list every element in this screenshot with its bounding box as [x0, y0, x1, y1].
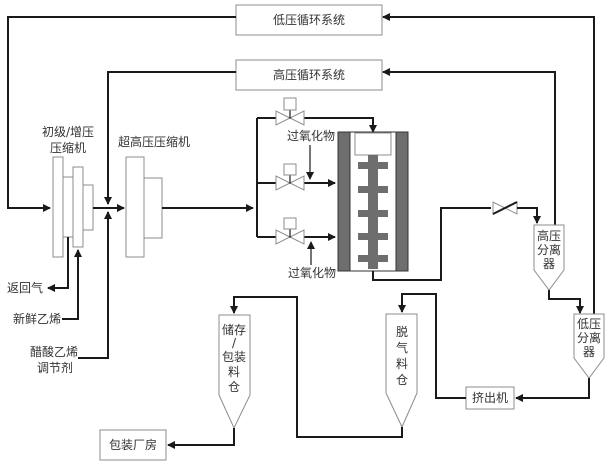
peroxide-top-label: 过氧化物	[287, 129, 335, 143]
let-down-valve[interactable]	[492, 201, 518, 215]
storage-silo-label-3: 包装	[222, 350, 246, 364]
vinyl-acetate-feed-line	[78, 211, 112, 359]
fresh-ethylene-line	[62, 249, 82, 320]
low-pressure-recycle-system: 低压循环系统	[235, 4, 383, 36]
primary-compressor-label-2: 压缩机	[50, 140, 86, 155]
lps-label-2: 分离	[577, 330, 601, 345]
hyper-compressor-label: 超高压压缩机	[118, 134, 190, 149]
high-pressure-recycle-system: 高压循环系统	[235, 59, 383, 91]
high-pressure-separator: 高压 分离 器	[533, 224, 565, 291]
packaging-house-label: 包装厂房	[109, 437, 157, 452]
primary-compressor-label-1: 初级/增压	[42, 125, 94, 139]
fresh-ethylene-label: 新鲜乙烯	[13, 311, 61, 326]
primary-booster-compressor	[52, 156, 94, 258]
hp-recycle-return-line	[382, 68, 556, 225]
storage-silo-label-5: 仓	[228, 380, 240, 394]
top-feed-control-valve[interactable]	[275, 97, 305, 126]
degassing-to-storage-line	[230, 296, 403, 438]
degassing-silo-label-1: 脱	[396, 324, 408, 339]
storage-silo-label-2: /	[232, 336, 237, 350]
vinyl-acetate-label-1: 醋酸乙烯	[30, 344, 78, 359]
extruder: 挤出机	[465, 386, 515, 410]
storage-silo-label-4: 料	[228, 365, 240, 379]
valve-to-hps-line	[517, 207, 541, 224]
hps-label-2: 分离	[537, 242, 561, 257]
peroxide-bottom-label: 过氧化物	[288, 266, 336, 280]
lps-label-1: 低压	[577, 317, 601, 331]
extruder-to-degassing-line	[398, 293, 466, 399]
lps-to-extruder-line	[515, 378, 590, 402]
storage-to-packaging-line	[167, 428, 235, 449]
hp-recycle-to-hyper-line	[104, 71, 236, 205]
hps-to-lps-line	[548, 290, 584, 314]
low-pressure-recycle-label: 低压循环系统	[273, 13, 345, 27]
hps-label-3: 器	[543, 257, 555, 271]
autoclave-reactor	[337, 131, 409, 272]
reactor-outlet-line	[372, 207, 491, 281]
packaging-house: 包装厂房	[99, 429, 167, 461]
bottom-feed-control-valve[interactable]	[275, 217, 305, 245]
lp-recycle-return-line	[382, 13, 595, 370]
low-pressure-separator: 低压 分离 器	[573, 313, 605, 379]
middle-feed-control-valve[interactable]	[275, 163, 305, 191]
degassing-silo: 脱 气 料 仓	[385, 313, 418, 429]
storage-packaging-silo: 储存 / 包装 料 仓	[218, 314, 251, 430]
hps-label-1: 高压	[537, 228, 561, 243]
vinyl-acetate-label-2: 调节剂	[37, 360, 73, 375]
degassing-silo-label-2: 气	[396, 340, 408, 355]
degassing-silo-label-3: 料	[396, 357, 408, 371]
extruder-label: 挤出机	[472, 390, 508, 405]
return-gas-label: 返回气	[7, 280, 43, 295]
hyper-compressor	[125, 156, 163, 258]
high-pressure-recycle-label: 高压循环系统	[273, 67, 345, 82]
lps-label-3: 器	[583, 345, 595, 359]
storage-silo-label-1: 储存	[222, 322, 246, 337]
return-gas-line	[47, 237, 69, 292]
lp-recycle-to-primary-line	[7, 16, 236, 212]
degassing-silo-label-4: 仓	[396, 373, 408, 387]
